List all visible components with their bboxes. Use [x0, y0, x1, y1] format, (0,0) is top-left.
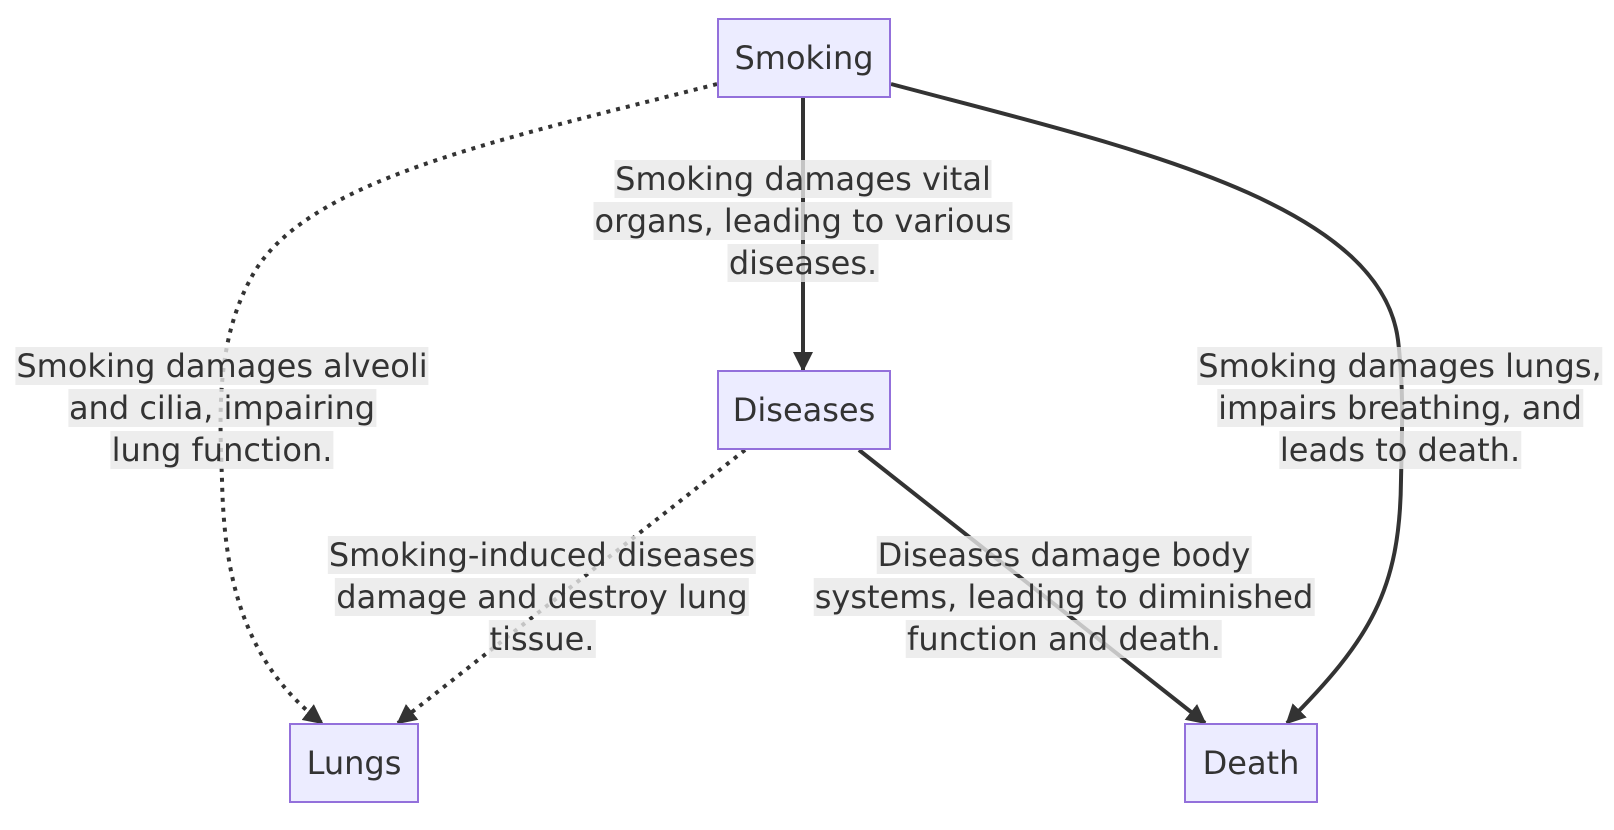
edge-label-smoking-death: Smoking damages lungs, impairs breathing…: [1197, 347, 1603, 469]
node-smoking-label: Smoking: [734, 39, 874, 77]
node-diseases-label: Diseases: [732, 391, 876, 429]
node-lungs-label: Lungs: [306, 744, 402, 782]
edge-label-smoking-lungs: Smoking damages alveoli and cilia, impai…: [15, 347, 429, 469]
node-death[interactable]: Death: [1184, 723, 1318, 803]
node-diseases[interactable]: Diseases: [717, 370, 891, 450]
node-death-label: Death: [1202, 744, 1300, 782]
edge-label-diseases-lungs: Smoking-induced diseases damage and dest…: [327, 536, 757, 658]
edge-smoking-lungs: [218, 82, 718, 725]
node-lungs[interactable]: Lungs: [289, 723, 419, 803]
node-smoking[interactable]: Smoking: [717, 18, 891, 98]
edge-label-diseases-death: Diseases damage body systems, leading to…: [813, 536, 1315, 658]
edge-label-smoking-diseases: Smoking damages vital organs, leading to…: [593, 160, 1013, 282]
